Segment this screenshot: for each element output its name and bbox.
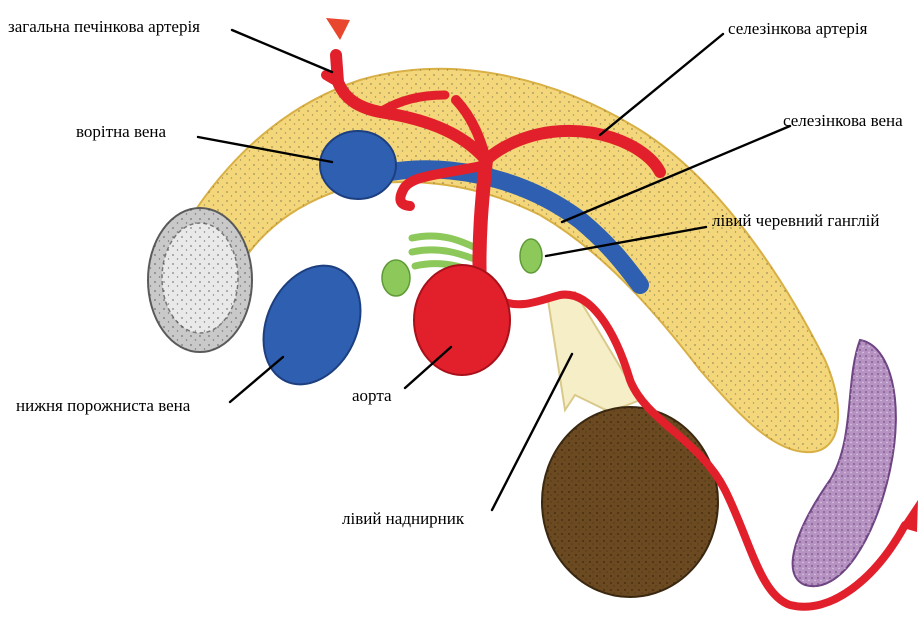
inferior-vena-cava: [245, 250, 379, 400]
pancreas: [150, 69, 838, 452]
left-kidney: [542, 407, 718, 597]
arrow-top-icon: [326, 18, 350, 40]
leader-inferior-vena-cava: [230, 357, 283, 402]
label-left-celiac-ganglion: лівий черевний ганглій: [712, 211, 879, 230]
portal-vein: [320, 131, 396, 199]
label-common-hepatic-artery: загальна печінкова артерія: [8, 17, 200, 36]
arrow-bottom-right-icon: [900, 500, 918, 532]
label-portal-vein: ворітна вена: [76, 122, 167, 141]
leader-common-hepatic-artery: [232, 30, 332, 72]
label-splenic-artery: селезінкова артерія: [728, 19, 868, 38]
left-celiac-ganglion: [520, 239, 542, 273]
duodenum: [148, 208, 252, 352]
aorta: [414, 265, 510, 375]
label-inferior-vena-cava: нижня порожниста вена: [16, 396, 191, 415]
label-splenic-vein: селезінкова вена: [783, 111, 903, 130]
label-aorta: аорта: [352, 386, 392, 405]
label-left-adrenal-gland: лівий наднирник: [342, 509, 465, 528]
leader-splenic-artery: [600, 34, 723, 135]
